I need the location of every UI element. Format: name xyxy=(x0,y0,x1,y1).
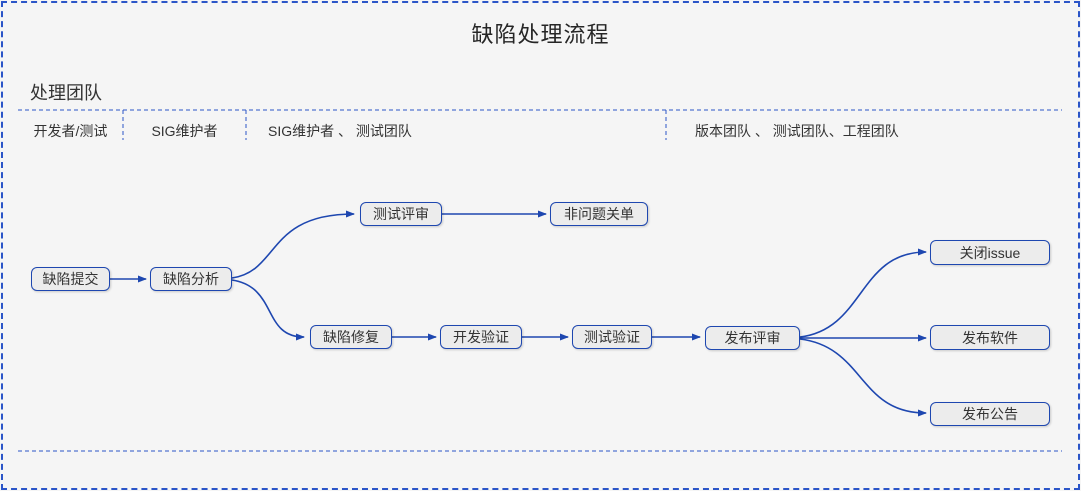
diagram-title: 缺陷处理流程 xyxy=(471,22,610,47)
node-test-verify: 测试验证 xyxy=(572,325,652,349)
node-release-announcement: 发布公告 xyxy=(930,402,1050,426)
edge-release-review-to-close-issue xyxy=(799,248,927,338)
edge-analysis-to-test-review xyxy=(231,210,355,279)
lane-label-sig-maintainer: SIG维护者 xyxy=(151,123,218,139)
node-defect-submit: 缺陷提交 xyxy=(31,267,110,291)
node-test-review: 测试评审 xyxy=(360,202,442,226)
node-defect-analysis: 缺陷分析 xyxy=(150,267,232,291)
node-release-review: 发布评审 xyxy=(705,326,800,350)
node-release-software: 发布软件 xyxy=(930,325,1050,350)
node-defect-fix: 缺陷修复 xyxy=(310,325,392,349)
node-non-issue-close: 非问题关单 xyxy=(550,202,648,226)
edge-release-review-to-release-announcement xyxy=(799,338,927,417)
pool-title: 处理团队 xyxy=(30,83,102,103)
edge-analysis-to-defect-fix xyxy=(231,279,305,341)
lane-label-developer-test: 开发者/测试 xyxy=(33,123,108,139)
lane-label-version-test-engineering-teams: 版本团队 、 测试团队、工程团队 xyxy=(695,123,899,139)
node-close-issue: 关闭issue xyxy=(930,240,1050,265)
lane-label-sig-maintainer-test-team: SIG维护者 、 测试团队 xyxy=(268,123,412,139)
node-dev-verify: 开发验证 xyxy=(440,325,522,349)
